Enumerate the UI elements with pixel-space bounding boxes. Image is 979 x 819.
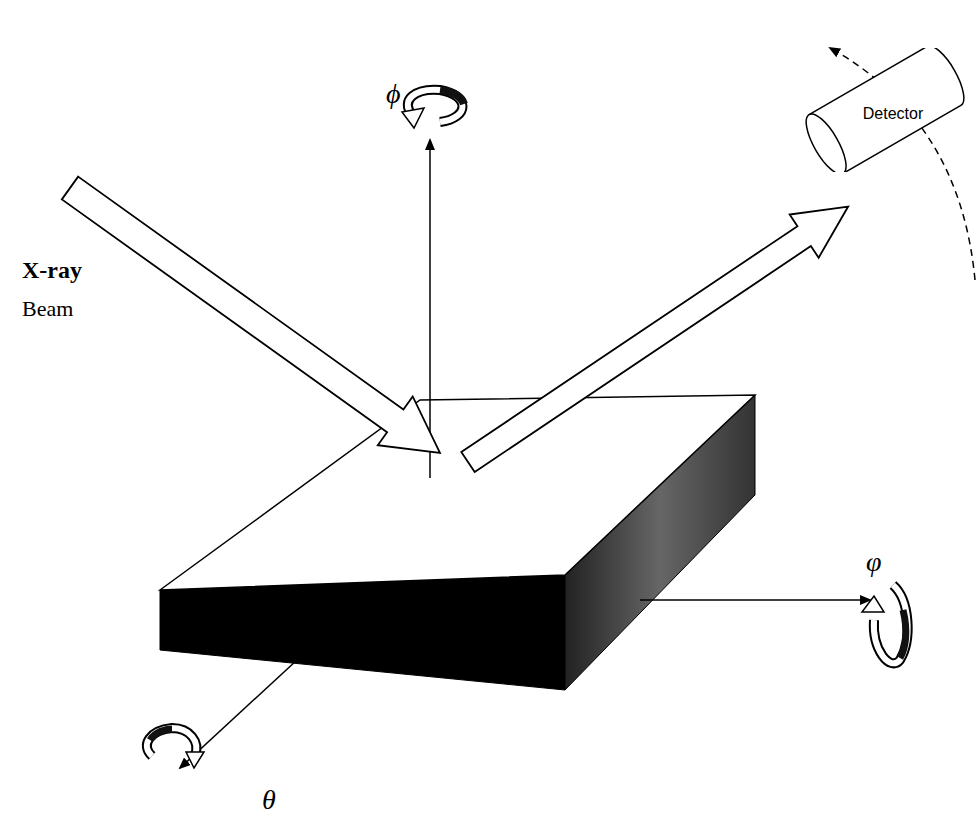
diffracted-beam bbox=[453, 185, 862, 484]
phi-rotation bbox=[402, 90, 464, 128]
rotation-symbol: ϕ bbox=[386, 80, 401, 108]
theta-rotation bbox=[147, 728, 204, 768]
detector-cylinder: Detector bbox=[800, 48, 970, 172]
varphi-rotation bbox=[862, 585, 908, 663]
varphi-axis bbox=[640, 599, 870, 601]
incident-beam bbox=[53, 164, 458, 478]
beam-label: X-ray bbox=[22, 258, 82, 282]
sample-slab bbox=[160, 395, 755, 690]
rotation-symbol: φ bbox=[866, 548, 882, 576]
phi-axis bbox=[429, 140, 431, 478]
rotation-symbol: θ bbox=[262, 786, 276, 814]
beam-label: Beam bbox=[22, 298, 73, 320]
detector-label: Detector bbox=[863, 105, 923, 123]
